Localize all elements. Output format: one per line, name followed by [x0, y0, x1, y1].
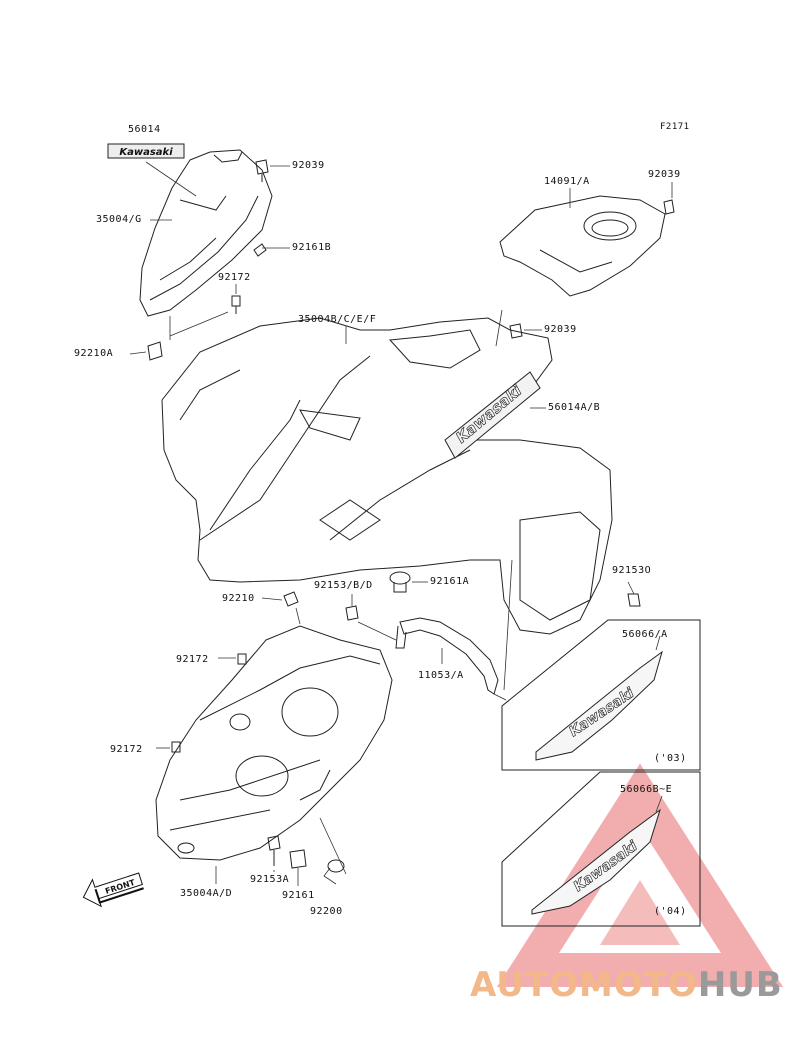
- callout-35004ad: 35004A/D: [180, 888, 233, 899]
- decal-56014: [107, 143, 185, 159]
- callout-92039-c: 92039: [544, 324, 577, 335]
- screw-92172-c: [171, 741, 181, 753]
- callout-92039-a: 92039: [292, 160, 325, 171]
- callout-92153o: 92153O: [612, 565, 652, 576]
- callout-92161: 92161: [282, 890, 315, 901]
- callout-11053a: 11053/A: [418, 670, 464, 681]
- bolt-92153o: [627, 593, 641, 607]
- callout-92210a: 92210A: [74, 348, 114, 359]
- decal-56014ab: [444, 371, 541, 459]
- bolt-92153a: [267, 835, 281, 866]
- part-11053-brace: [395, 617, 499, 695]
- collar-92161: [289, 849, 307, 869]
- callout-92200: 92200: [310, 906, 343, 917]
- callout-56066be: 56066B~E: [620, 784, 673, 795]
- callout-92210: 92210: [222, 593, 255, 604]
- callout-92039-b: 92039: [648, 169, 681, 180]
- screw-92172-b: [237, 653, 247, 665]
- callout-92161b: 92161B: [292, 242, 332, 253]
- watermark-text-hub: HUB: [697, 965, 783, 1005]
- screw-92172-a: [231, 295, 241, 314]
- part-35004ad-rear-fender: [155, 625, 393, 861]
- part-35004b-fender: [161, 317, 613, 635]
- callout-56014ab: 56014A/B: [548, 402, 601, 413]
- panel-56066be: [501, 771, 701, 927]
- figure-code: F2171: [660, 122, 690, 132]
- nut-92210: [283, 591, 299, 607]
- fastener-92039-c: [509, 323, 523, 339]
- watermark-inner-triangle: [600, 880, 680, 945]
- callout-92172-c: 92172: [110, 744, 143, 755]
- part-35004g-cover: [139, 149, 273, 317]
- watermark-logo: AUTOMOTOHUB: [470, 965, 783, 1005]
- callout-year-04: ('04): [654, 906, 687, 917]
- fastener-92039-a: [255, 159, 269, 182]
- decal-56014ab-text: Kawasaki: [452, 381, 525, 447]
- decal-56066a-text: Kawasaki: [566, 685, 637, 740]
- washer-92200: [327, 859, 345, 873]
- clip-92161b: [253, 243, 267, 257]
- nut-92210a: [147, 341, 163, 361]
- leader-lines: [129, 161, 673, 886]
- callout-56014: 56014: [128, 124, 161, 135]
- bolt-92153bd: [345, 605, 359, 621]
- callout-56066a: 56066/A: [622, 629, 668, 640]
- callout-92153bd: 92153/B/D: [314, 580, 373, 591]
- callout-92153a: 92153A: [250, 874, 290, 885]
- fastener-92039-b: [663, 199, 675, 215]
- callout-92161a: 92161A: [430, 576, 470, 587]
- watermark-text-automoto: AUTOMOTO: [470, 965, 698, 1005]
- panel-56066a: [501, 619, 701, 771]
- callout-35004bcef: 35004B/C/E/F: [298, 314, 377, 325]
- callout-92172-b: 92172: [176, 654, 209, 665]
- front-arrow-icon: FRONT: [82, 872, 144, 908]
- grommet-92161a: [389, 571, 411, 593]
- callout-14091a: 14091/A: [544, 176, 590, 187]
- callout-92172-a: 92172: [218, 272, 251, 283]
- callout-35004g: 35004/G: [96, 214, 142, 225]
- callout-year-03: ('03): [654, 753, 687, 764]
- part-14091-bracket: [499, 195, 666, 297]
- decal-56014-text: Kawasaki: [119, 147, 173, 158]
